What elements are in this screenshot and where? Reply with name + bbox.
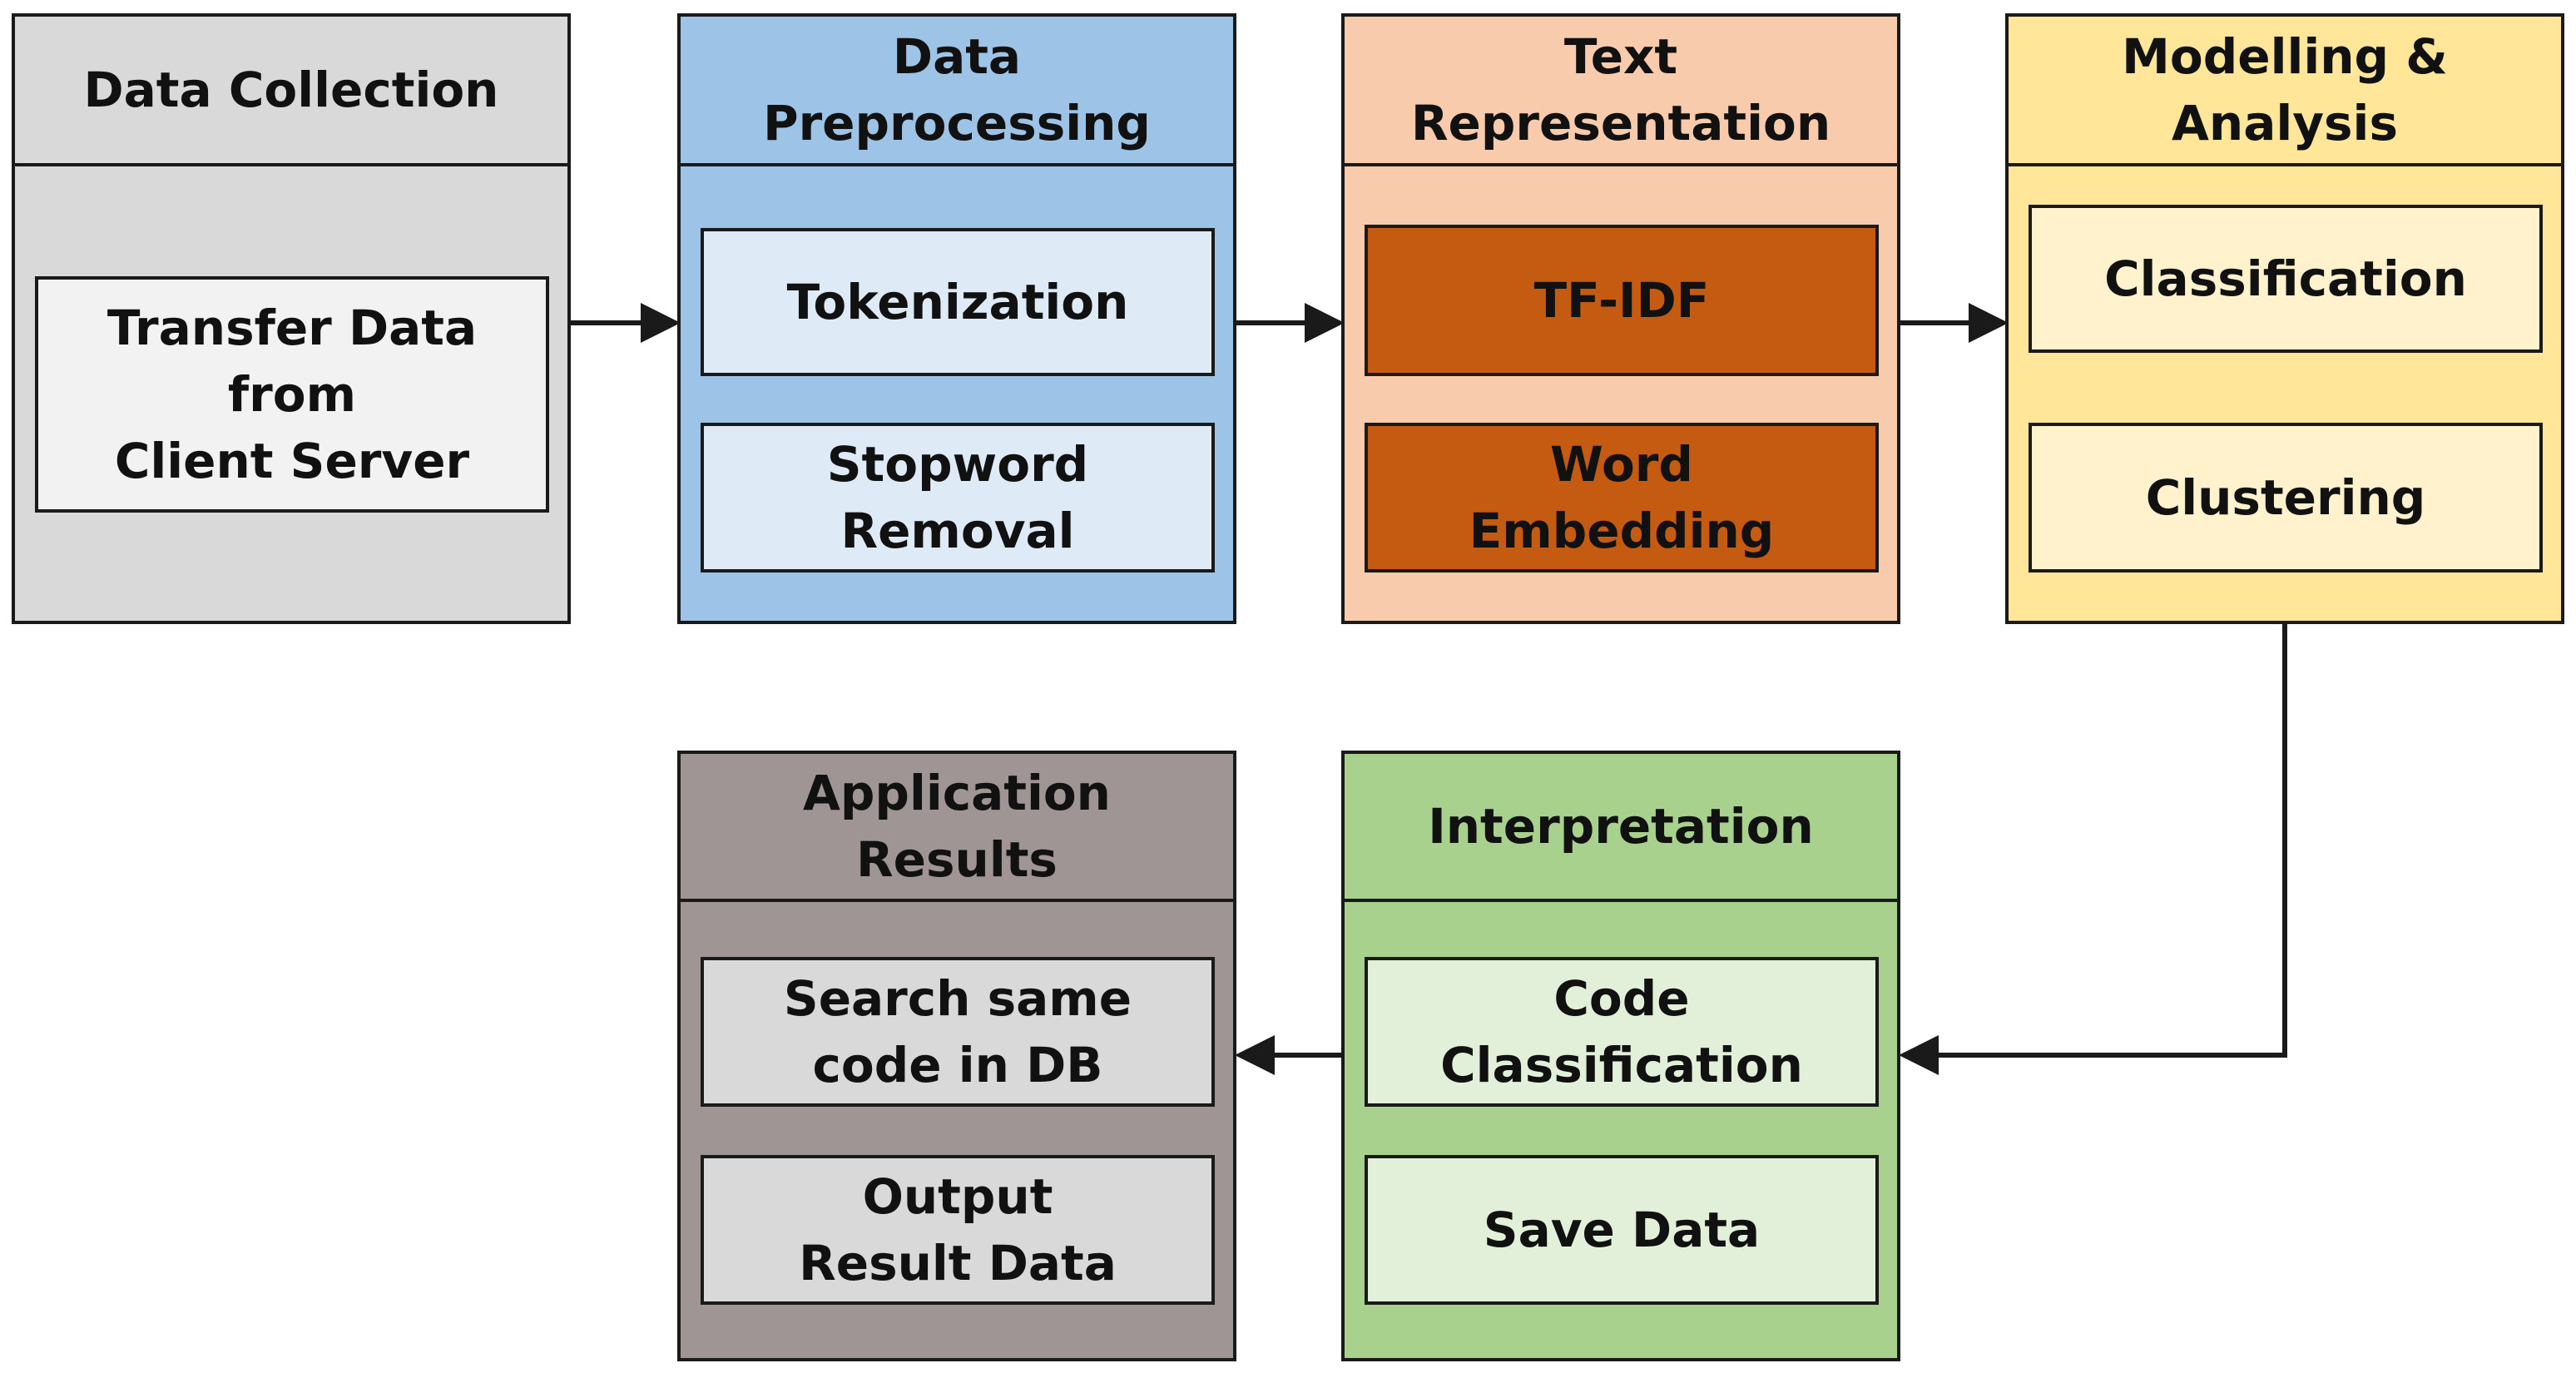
panel-modelling-analysis: Modelling & Analysis Classification Clus…: [2005, 13, 2564, 624]
panel-title: Modelling & Analysis: [2009, 17, 2561, 166]
step-tf-idf: TF-IDF: [1365, 225, 1879, 376]
step-code-classification: Code Classification: [1365, 957, 1879, 1107]
arrow-modelling-to-interpretation: [1899, 624, 2287, 1075]
step-clustering: Clustering: [2029, 423, 2543, 572]
panel-data-preprocessing: Data Preprocessing Tokenization Stopword…: [677, 13, 1236, 624]
panel-data-collection: Data Collection Transfer Data from Clien…: [12, 13, 571, 624]
panel-title: Interpretation: [1345, 754, 1897, 902]
panel-text-representation: Text Representation TF-IDF Word Embeddin…: [1341, 13, 1900, 624]
panel-title: Data Preprocessing: [681, 17, 1233, 166]
panel-application-results: Application Results Search same code in …: [677, 751, 1236, 1361]
step-search-same-code: Search same code in DB: [701, 957, 1215, 1107]
step-word-embedding: Word Embedding: [1365, 423, 1879, 572]
step-stopword-removal: Stopword Removal: [701, 423, 1215, 572]
step-transfer-data: Transfer Data from Client Server: [35, 276, 549, 513]
step-save-data: Save Data: [1365, 1155, 1879, 1305]
panel-interpretation: Interpretation Code Classification Save …: [1341, 751, 1900, 1361]
panel-title: Application Results: [681, 754, 1233, 902]
step-classification: Classification: [2029, 205, 2543, 353]
step-output-result-data: Output Result Data: [701, 1155, 1215, 1305]
panel-title: Data Collection: [15, 17, 567, 166]
step-tokenization: Tokenization: [701, 228, 1215, 376]
panel-title: Text Representation: [1345, 17, 1897, 166]
